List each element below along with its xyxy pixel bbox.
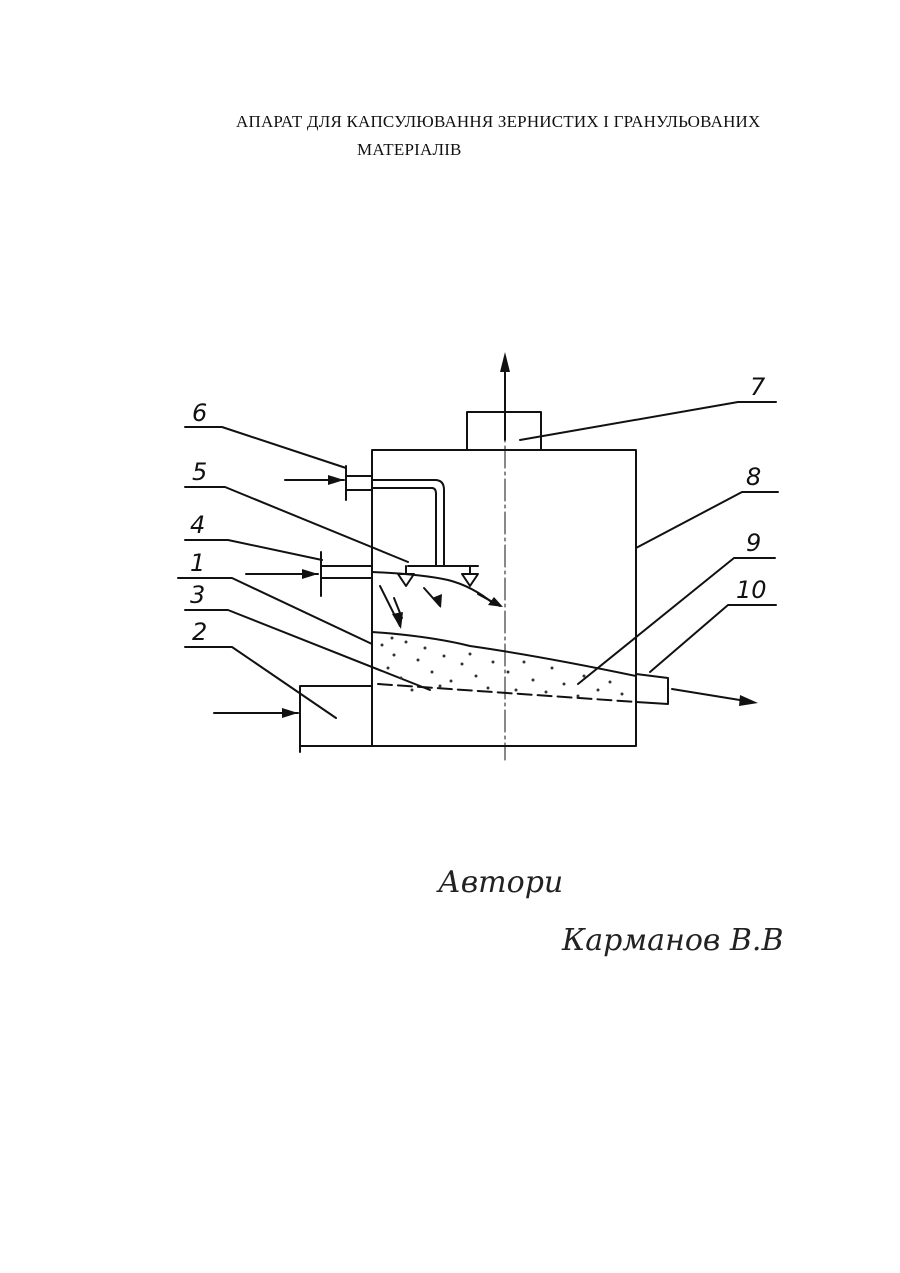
outlet-10 (636, 674, 668, 704)
leader-10 (650, 605, 776, 672)
leader-7 (520, 402, 776, 440)
leader-3 (185, 610, 430, 690)
label-1: 1 (190, 549, 205, 577)
label-5: 5 (192, 458, 207, 486)
label-2: 2 (192, 618, 207, 646)
spray-head-4 (488, 597, 503, 607)
spray-head-3 (432, 594, 442, 608)
spray-head-1 (392, 612, 403, 629)
feed-pipe-5-upper (372, 480, 444, 566)
leader-5 (185, 487, 408, 562)
label-10: 10 (736, 576, 767, 604)
label-4: 4 (190, 511, 205, 539)
author-signature: Карманов В.В (561, 923, 784, 958)
label-3: 3 (190, 581, 205, 609)
authors-label: Автори (436, 865, 563, 900)
nozzle-left (398, 574, 414, 586)
label-8: 8 (746, 463, 761, 491)
leader-2 (185, 647, 336, 718)
label-9: 9 (746, 529, 761, 557)
inlet-6-arrowhead (328, 475, 344, 485)
label-7: 7 (750, 373, 766, 401)
nozzle-right (462, 574, 478, 586)
gas-distribution-grid (378, 684, 636, 702)
outlet-arrowhead (739, 695, 758, 706)
leader-4 (185, 540, 322, 560)
air-inlet-arrowhead (282, 708, 298, 718)
apparatus-body (372, 450, 636, 746)
feed-pipe-5-inner (372, 488, 436, 566)
leader-6 (185, 427, 346, 468)
exhaust-arrowhead (500, 352, 510, 372)
label-6: 6 (192, 399, 207, 427)
inlet-4-arrowhead (302, 569, 318, 579)
